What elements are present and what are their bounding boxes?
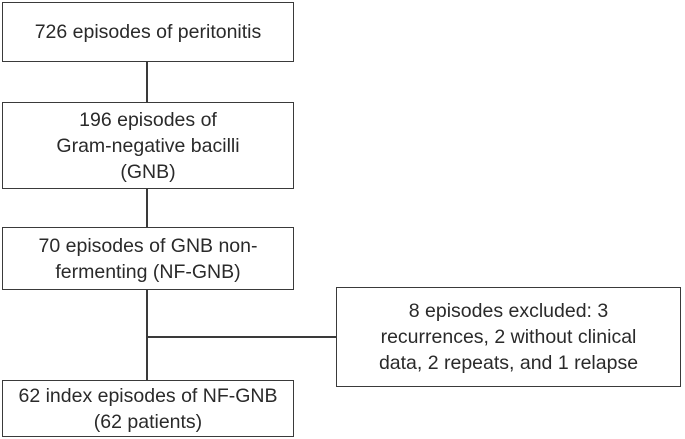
box-excluded-episodes: 8 episodes excluded: 3 recurrences, 2 wi… <box>336 287 681 387</box>
box-total-episodes-text: 726 episodes of peritonitis <box>34 21 262 43</box>
connector-to-excluded <box>146 336 336 338</box>
box-total-episodes: 726 episodes of peritonitis <box>2 2 294 62</box>
box-excluded-episodes-text: 8 episodes excluded: 3 recurrences, 2 wi… <box>378 300 639 374</box>
box-gnb-episodes: 196 episodes of Gram-negative bacilli (G… <box>2 102 294 189</box>
box-gnb-episodes-text: 196 episodes of Gram-negative bacilli (G… <box>56 108 240 183</box>
box-index-episodes-text: 62 index episodes of NF-GNB (62 patients… <box>18 384 278 433</box>
box-nf-gnb-episodes-text: 70 episodes of GNB non- fermenting (NF-G… <box>38 234 258 283</box>
connector-nf-gnb-to-index <box>146 290 148 380</box>
box-nf-gnb-episodes: 70 episodes of GNB non- fermenting (NF-G… <box>2 227 294 290</box>
connector-total-to-gnb <box>146 62 148 102</box>
connector-gnb-to-nf-gnb <box>146 189 148 227</box>
box-index-episodes: 62 index episodes of NF-GNB (62 patients… <box>2 380 294 437</box>
